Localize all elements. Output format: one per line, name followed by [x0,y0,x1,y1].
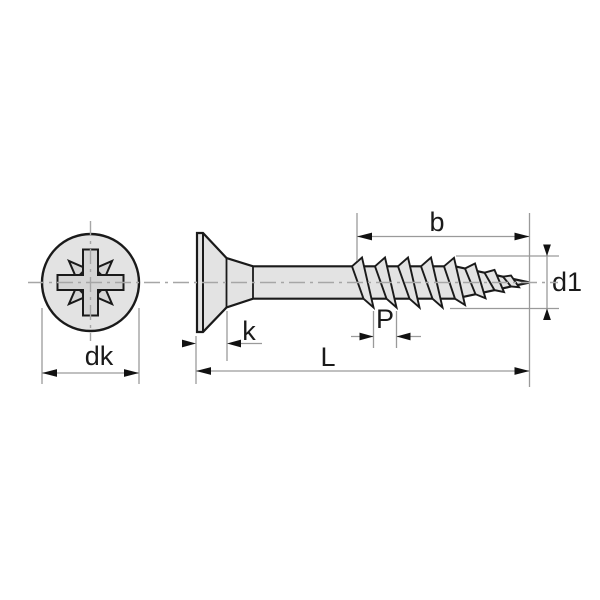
arrowhead-icon [514,367,530,375]
dimension-dk: dk [41,308,140,384]
dimension-l: L [196,342,530,375]
arrowhead-icon [514,232,530,241]
dimension-label-p: P [376,304,394,334]
arrowhead-icon [357,232,372,241]
arrowhead-icon [396,332,411,341]
arrowhead-icon [182,339,196,348]
arrowhead-icon [543,308,551,320]
screw-side-view: b d1 P k [182,207,582,387]
thread-turn [419,255,445,311]
thread-turn [463,262,487,300]
recess-spike-nw [66,258,88,280]
dimension-label-l: L [320,342,335,372]
arrowhead-icon [359,332,374,341]
dimension-b: b [356,207,531,387]
thread-turn [442,256,467,308]
thread-turn [483,268,506,294]
recess-spike-ne [93,258,115,280]
arrowhead-icon [196,367,211,375]
recess-spike-sw [66,285,88,307]
dimension-p: P [351,304,421,348]
recess-spike-se [93,285,115,307]
arrowhead-icon [227,339,241,348]
dimension-label-dk: dk [85,341,114,371]
arrowhead-icon [124,369,139,377]
arrowhead-icon [543,244,551,256]
dimension-label-b: b [429,207,444,237]
head-front-view: dk [40,221,141,384]
dimension-k: k [182,311,262,384]
dimension-label-k: k [242,316,256,346]
arrowhead-icon [42,369,57,377]
thread-turn [501,274,521,289]
